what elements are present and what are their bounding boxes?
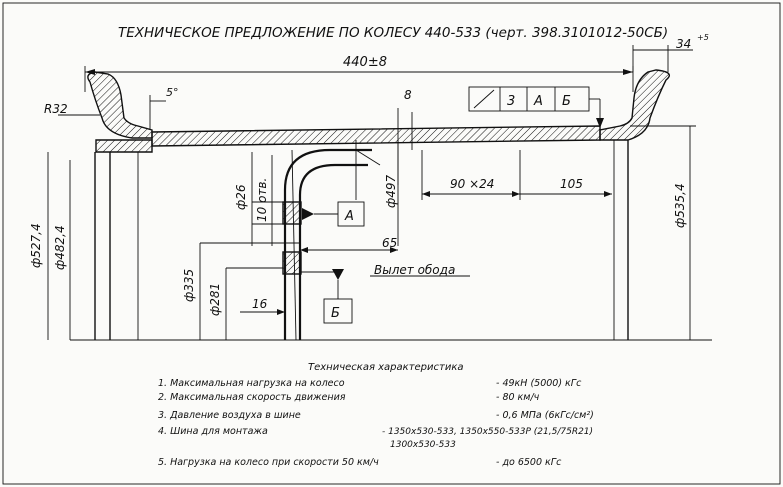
spec-3-label: 3. Давление воздуха в шине bbox=[158, 410, 301, 421]
spec-2-value: - 80 км/ч bbox=[496, 392, 540, 403]
datum-b-label: Б bbox=[331, 306, 340, 321]
width-label: 440±8 bbox=[343, 55, 387, 70]
bolt-hole-dimensions: ф26 10 отв. bbox=[234, 152, 283, 246]
left-flange: R32 5° bbox=[44, 71, 179, 153]
bead-seat-dimension: 8 ф497 bbox=[384, 88, 413, 246]
spec-heading: Техническая характеристика bbox=[308, 362, 464, 373]
diameter-26-label: ф26 bbox=[234, 184, 248, 210]
flange-width-dimension: 34 +5 bbox=[632, 33, 709, 72]
diameter-335-label: ф335 bbox=[182, 269, 196, 302]
diameter-281-label: ф281 bbox=[208, 283, 222, 316]
rim-width-dimensions: 90 ×24 105 bbox=[421, 150, 612, 200]
center-bore-section bbox=[282, 251, 302, 275]
spec-1-value: - 49кН (5000) кГс bbox=[496, 378, 582, 389]
datum-a-label: А bbox=[344, 209, 354, 224]
diameter-5274-label: ф527,4 bbox=[29, 223, 43, 268]
diameter-4824-label: ф482,4 bbox=[53, 225, 67, 270]
radius-label: R32 bbox=[44, 102, 68, 116]
rim-shell bbox=[70, 125, 712, 341]
disc-thickness-label: 16 bbox=[252, 297, 268, 311]
datum-a: А bbox=[314, 201, 365, 227]
spec-4-value: - 1350х530-533, 1350х550-533Р (21,5/75R2… bbox=[382, 427, 593, 437]
spec-2-label: 2. Максимальная скорость движения bbox=[158, 392, 346, 403]
wheel-disc bbox=[282, 140, 381, 341]
spec-5-label: 5. Нагрузка на колесо при скорости 50 км… bbox=[158, 457, 379, 468]
right-flange bbox=[599, 69, 670, 141]
runout-callout: 3 А Б bbox=[468, 86, 604, 128]
offset-value-label: 65 bbox=[382, 236, 397, 250]
offset-dimension: 65 Вылет обода bbox=[200, 236, 470, 277]
runout-datum-b: Б bbox=[562, 94, 571, 109]
left-diameters: ф527,4 ф482,4 bbox=[29, 152, 71, 340]
diameter-5354-label: ф535,4 bbox=[673, 183, 687, 228]
width-90-label: 90 ×24 bbox=[450, 177, 494, 191]
spec-5-value: - до 6500 кГс bbox=[496, 457, 562, 468]
datum-b: Б bbox=[300, 269, 353, 324]
flange-width-tolerance: +5 bbox=[697, 33, 709, 42]
width-105-label: 105 bbox=[560, 177, 583, 191]
bead-width-label: 8 bbox=[404, 88, 412, 102]
disc-thickness-dimension: 16 bbox=[240, 297, 285, 315]
spec-4-label: 4. Шина для монтажа bbox=[158, 426, 268, 437]
offset-caption: Вылет обода bbox=[374, 263, 455, 277]
holes-count-label: 10 отв. bbox=[255, 178, 269, 222]
bolt-hole-section bbox=[282, 201, 302, 225]
spec-3-value: - 0,6 МПа (6кГс/см²) bbox=[496, 410, 594, 421]
runout-value: 3 bbox=[507, 94, 515, 109]
diameter-497-label: ф497 bbox=[384, 174, 398, 208]
drawing-title: ТЕХНИЧЕСКОЕ ПРЕДЛОЖЕНИЕ ПО КОЛЕСУ 440-53… bbox=[118, 25, 668, 41]
spec-1-label: 1. Максимальная нагрузка на колесо bbox=[158, 378, 345, 389]
angle-label: 5° bbox=[166, 86, 179, 99]
spec-4-value-2: 1300х530-533 bbox=[390, 440, 456, 450]
flange-width-label: 34 bbox=[676, 37, 691, 51]
spec-block: Техническая характеристика 1. Максимальн… bbox=[158, 362, 594, 468]
right-diameter: ф535,4 bbox=[630, 125, 696, 340]
hub-diameters: ф335 ф281 bbox=[182, 243, 283, 340]
runout-datum-a: А bbox=[533, 94, 543, 109]
